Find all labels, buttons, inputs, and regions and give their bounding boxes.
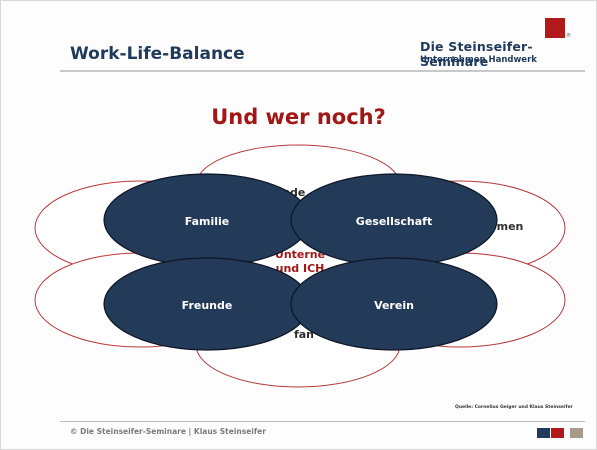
source-note: Quelle: Cornelius Geiger und Klaus Stein… — [455, 405, 573, 410]
header-divider — [60, 70, 585, 72]
label-verein: Verein — [374, 299, 414, 312]
brand-registered-mark: ® — [566, 33, 571, 39]
footer-square-taupe — [570, 428, 583, 438]
bg-label-right: men — [497, 220, 524, 233]
center-label-line1: Unterne — [275, 248, 325, 261]
center-label-line2: und ICH — [276, 262, 325, 275]
slide-title: Work-Life-Balance — [70, 44, 245, 64]
slide-heading: Und wer noch? — [211, 105, 386, 129]
brand-name: Die Steinseifer-Seminare — [420, 39, 533, 69]
label-gesellschaft: Gesellschaft — [356, 215, 432, 228]
footer-square-navy — [537, 428, 550, 438]
brand-logo-square — [545, 18, 565, 38]
footer-copyright: © Die Steinseifer-Seminare | Klaus Stein… — [70, 427, 266, 436]
footer-square-red — [551, 428, 564, 438]
label-freunde: Freunde — [182, 299, 233, 312]
footer-divider — [60, 421, 585, 422]
brand-subtitle: Unternehmen Handwerk — [420, 55, 537, 65]
label-familie: Familie — [185, 215, 230, 228]
bg-label-bottom: fan — [294, 328, 314, 341]
circle-verein — [290, 257, 498, 351]
